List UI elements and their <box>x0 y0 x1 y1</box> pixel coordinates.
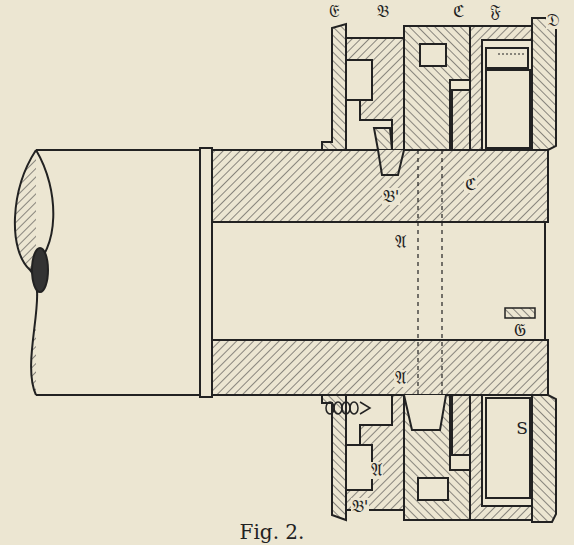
part-letter: 𝔄 <box>394 370 407 387</box>
part-letter: S <box>515 420 529 437</box>
part-letter: 𝔄 <box>394 234 407 251</box>
part-letter: ℭ <box>452 3 465 20</box>
part-letter: ℭ <box>464 176 477 193</box>
figure-caption: Fig. 2. <box>240 522 305 542</box>
part-letter: 𝔅' <box>382 188 401 205</box>
part-letter: 𝔄 <box>370 462 383 479</box>
part-letter: 𝔅 <box>376 3 390 20</box>
part-letter: 𝔉 <box>489 3 502 20</box>
part-letter: 𝔅' <box>351 498 370 515</box>
part-letter: 𝔈 <box>328 3 340 20</box>
part-letter: 𝔇 <box>546 12 561 29</box>
part-letter: 𝔊 <box>513 322 527 339</box>
